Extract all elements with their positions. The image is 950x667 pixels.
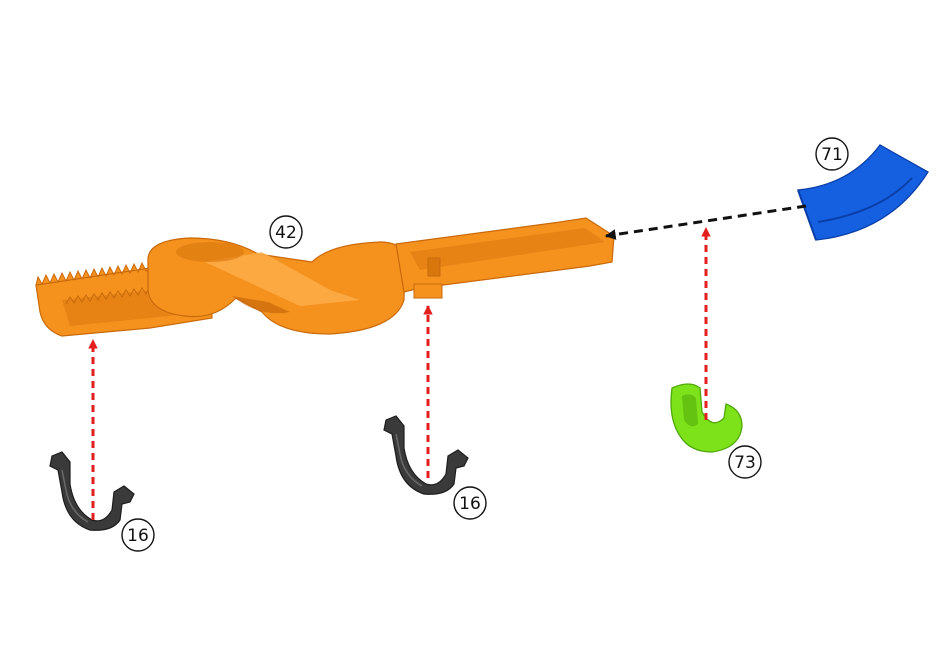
callout-73: 73 [729,446,761,478]
callout-16-middle: 16 [454,487,486,519]
orange-duct-part [36,218,614,336]
callout-42: 42 [270,216,302,248]
callout-label-42: 42 [275,223,297,243]
callout-71: 71 [816,138,848,170]
duct-crossover-hole [176,242,244,262]
callout-label-16-left: 16 [127,526,149,546]
dark-clip-part-middle [384,416,468,494]
callout-16-left: 16 [122,519,154,551]
duct-clip-slot [428,258,440,276]
arrow-bend-to-duct [606,206,806,236]
duct-tab [414,284,442,298]
callout-label-71: 71 [821,145,843,165]
dark-clip-middle-body [384,416,468,494]
callout-label-73: 73 [734,453,756,473]
callout-label-16-middle: 16 [459,494,481,514]
